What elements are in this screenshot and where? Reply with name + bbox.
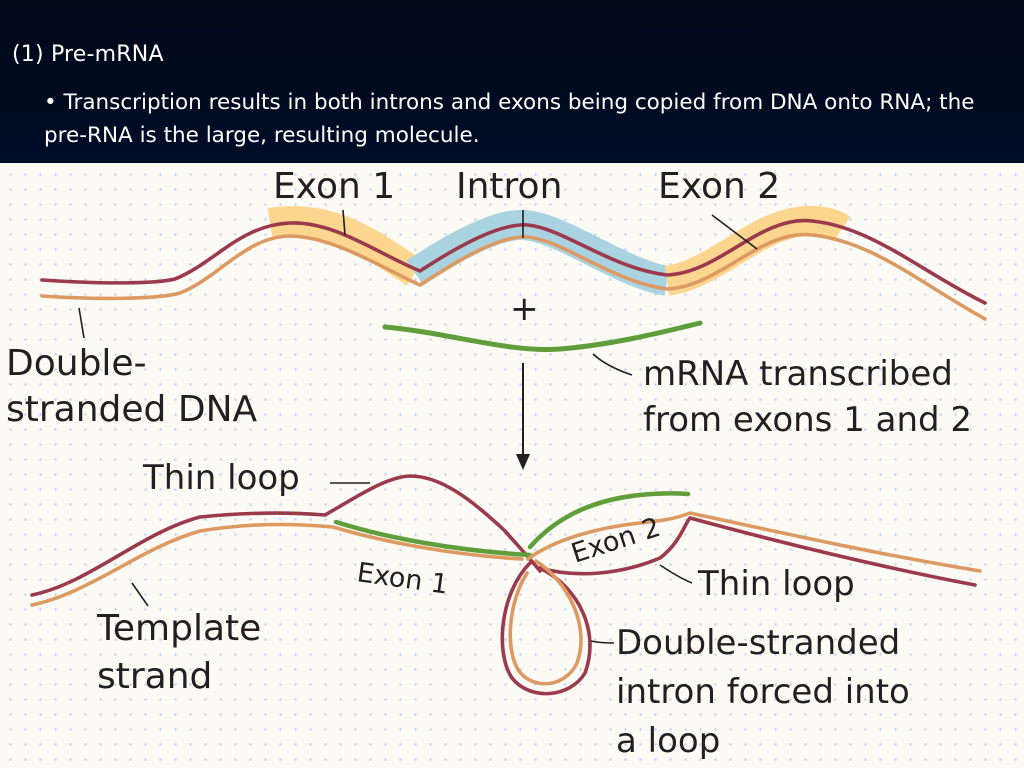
thin-loop-right-strand bbox=[538, 515, 977, 587]
label-thin-loop-right: Thin loop bbox=[697, 564, 855, 604]
label-mrna-line1: mRNA transcribed bbox=[643, 354, 953, 394]
label-intron-line2: intron forced into bbox=[616, 672, 910, 712]
label-intron: Intron bbox=[456, 166, 562, 207]
label-intron-line3: a loop bbox=[616, 721, 720, 761]
template-strand-light bbox=[30, 522, 524, 607]
label-template-line1: Template bbox=[96, 608, 261, 649]
bullet-text: Transcription results in both introns an… bbox=[44, 90, 975, 148]
slide-bullet: • Transcription results in both introns … bbox=[44, 86, 1004, 152]
label-dna-line2: stranded DNA bbox=[6, 389, 257, 430]
diagram-figure: Exon 1 Intron Exon 2 + mRNA transcribed … bbox=[0, 163, 1024, 768]
leader-thin-loop-right bbox=[659, 564, 693, 584]
hybrid-strands bbox=[30, 474, 982, 696]
label-dna-line1: Double- bbox=[6, 343, 147, 384]
dna-top-dark-strand bbox=[40, 218, 987, 305]
dna-top-strands bbox=[40, 218, 987, 321]
label-exon1-bottom: Exon 1 bbox=[355, 557, 450, 600]
diagram-svg: Exon 1 Intron Exon 2 + mRNA transcribed … bbox=[6, 166, 987, 761]
intron-loop-outer bbox=[500, 561, 592, 696]
exon1-mrna bbox=[333, 519, 533, 558]
label-thin-loop-left: Thin loop bbox=[142, 458, 300, 498]
slide-heading: (1) Pre-mRNA bbox=[12, 42, 164, 67]
thin-loop-left-strand bbox=[30, 474, 542, 597]
mrna-strand bbox=[382, 320, 703, 353]
bullet-marker: • bbox=[44, 90, 57, 115]
label-mrna-line2: from exons 1 and 2 bbox=[643, 400, 972, 440]
label-exon1: Exon 1 bbox=[273, 166, 395, 207]
label-exon2: Exon 2 bbox=[658, 166, 780, 207]
label-template-line2: strand bbox=[97, 656, 212, 697]
plus-sign: + bbox=[510, 289, 539, 329]
leader-double-stranded bbox=[78, 307, 85, 339]
dna-top-light-strand bbox=[40, 232, 987, 321]
exon2-mrna bbox=[527, 491, 691, 550]
leader-intron-loop bbox=[590, 640, 615, 644]
exon2-dna-light bbox=[526, 511, 982, 573]
label-intron-line1: Double-stranded bbox=[616, 623, 900, 663]
intron-loop-inner bbox=[508, 559, 583, 686]
leader-exon1 bbox=[342, 209, 346, 236]
down-arrow bbox=[516, 363, 530, 470]
leader-template bbox=[131, 582, 149, 607]
leader-mrna bbox=[592, 353, 633, 376]
leader-exon2 bbox=[711, 214, 758, 250]
